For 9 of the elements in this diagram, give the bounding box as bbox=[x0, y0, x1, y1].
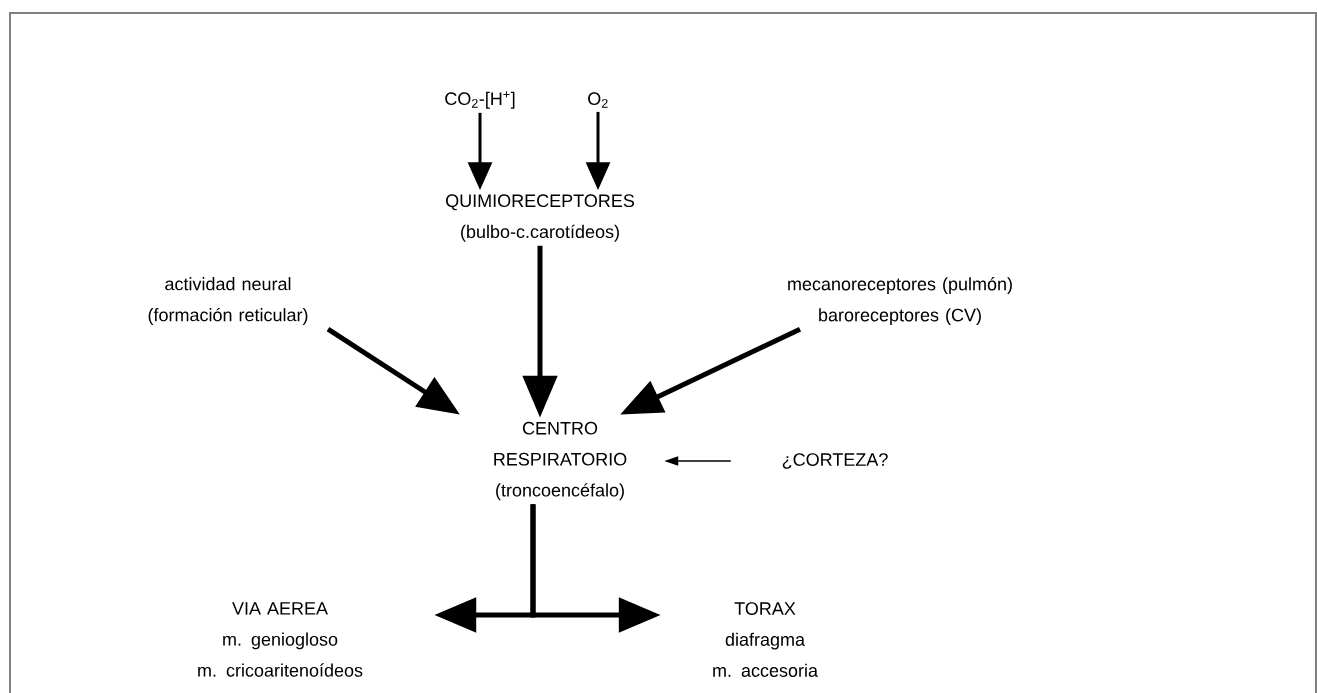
text-label: CENTRO RESPIRATORIO (troncoencéfalo) bbox=[494, 421, 627, 501]
text-label: ¿CORTEZA? bbox=[782, 453, 888, 469]
text-label: O$_{2}$ bbox=[588, 92, 608, 108]
text-label: VIA AEREA m. geniogloso m. cricoaritenoídeos bbox=[198, 602, 363, 677]
text-label: actividad neural (formación reticular) bbox=[148, 277, 308, 325]
text-label: CO$_{2}$-[H$^{+}$] bbox=[445, 91, 515, 109]
text-label: TORAX diafragma m. accesoria bbox=[713, 602, 818, 677]
text-label: QUIMIORECEPTORES (bulbo-c.carotídeos) bbox=[446, 194, 635, 242]
text-label: mecanoreceptores (pulmón) baroreceptores (CV) bbox=[788, 277, 1012, 325]
